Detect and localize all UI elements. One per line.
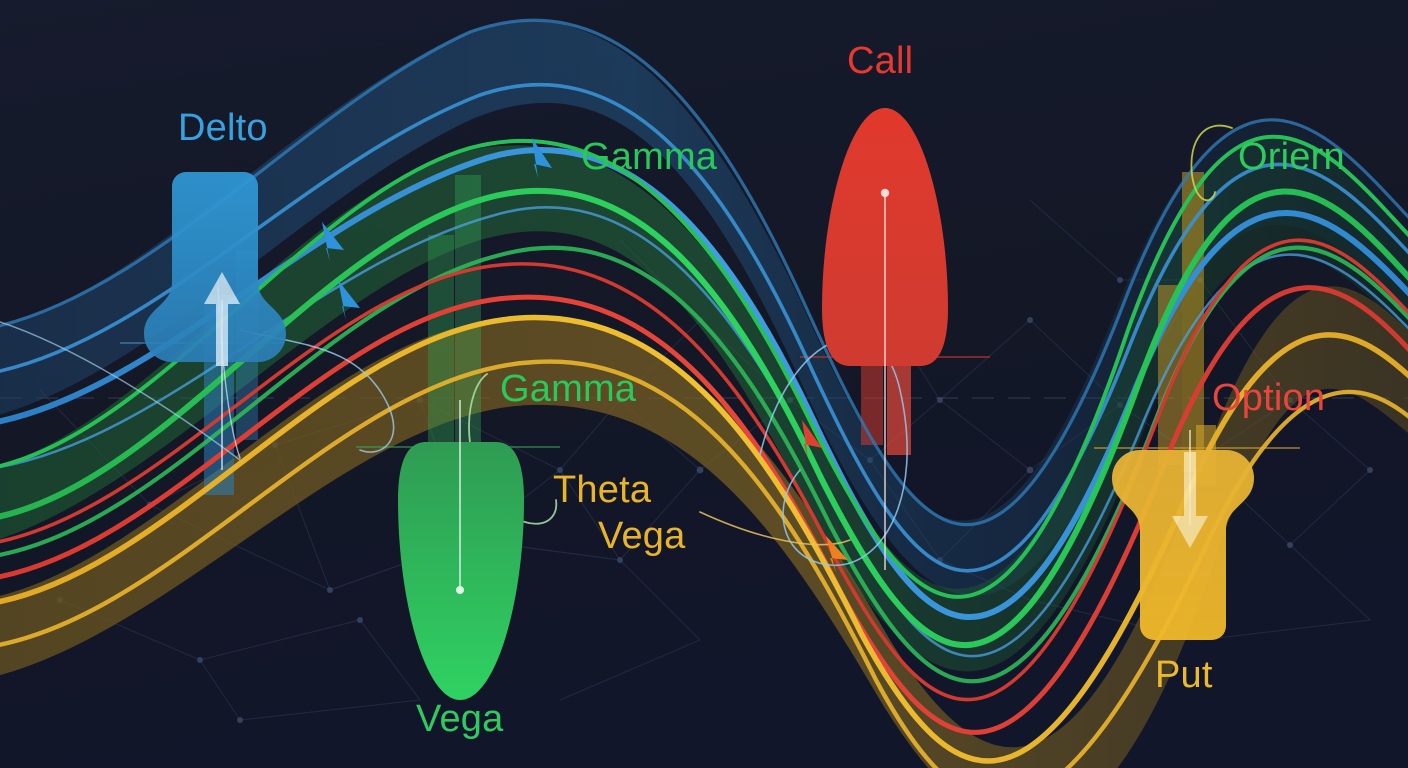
gamma-curve-inner bbox=[0, 245, 1408, 684]
gamma-arrow-marker bbox=[532, 138, 552, 178]
vega-drop-glyph bbox=[398, 400, 524, 700]
vega-curve-main bbox=[0, 314, 1408, 764]
theta-arrow-marker bbox=[802, 420, 822, 458]
gamma-curve-main bbox=[0, 187, 1408, 649]
delta-pin-glyph bbox=[144, 172, 286, 470]
delta-arrow-marker-a bbox=[322, 222, 344, 262]
delta-curve-outer bbox=[0, 18, 1408, 527]
delta-curve-main bbox=[0, 146, 1408, 621]
theta-curve-outer bbox=[0, 238, 1408, 702]
delta-arrow-marker-b bbox=[338, 280, 360, 320]
call-cone-glyph bbox=[822, 108, 948, 570]
vega-band bbox=[0, 286, 1408, 768]
vega-curve-lower bbox=[0, 359, 1408, 768]
arrow-markers bbox=[322, 138, 848, 572]
leader-curves bbox=[0, 124, 1233, 566]
vega-arrow-marker bbox=[826, 536, 848, 572]
delta-curve-2 bbox=[0, 83, 1408, 573]
gamma-curve-outer bbox=[0, 134, 1408, 599]
put-pin-glyph bbox=[1112, 430, 1254, 640]
